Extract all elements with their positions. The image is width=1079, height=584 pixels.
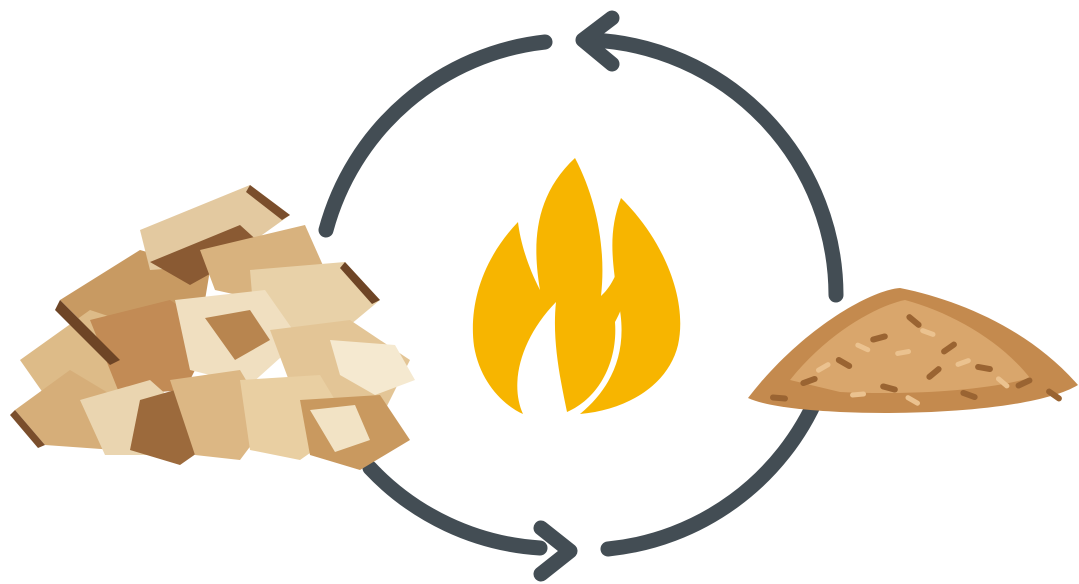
- arrow-arc-right: [608, 395, 818, 549]
- arrow-arc-left: [326, 42, 545, 230]
- arrow-arc-lower-left: [370, 468, 540, 548]
- firewood-logs-icon: [10, 185, 415, 470]
- flame-icon: [473, 158, 680, 414]
- wood-pellets-icon: [748, 288, 1078, 413]
